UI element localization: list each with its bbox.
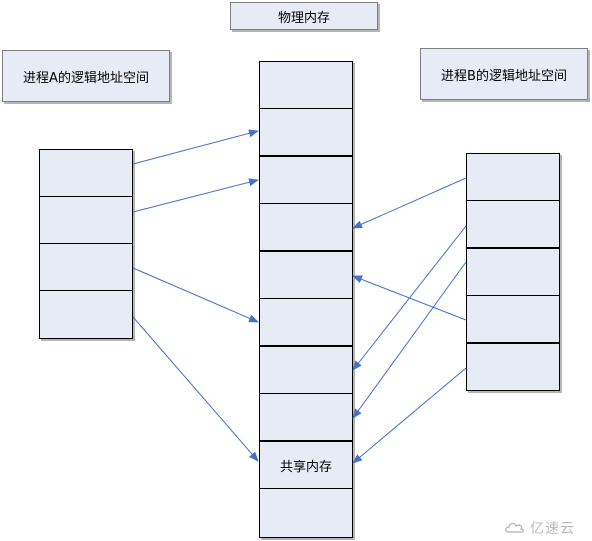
memory-frame — [259, 108, 353, 156]
memory-frame — [259, 251, 353, 299]
arrow-a2 — [132, 178, 259, 213]
process-b-page — [466, 343, 560, 391]
arrow-a1 — [132, 129, 259, 165]
process-a-page — [39, 290, 133, 339]
memory-frame — [259, 488, 353, 538]
process-b-label: 进程B的逻辑地址空间 — [420, 48, 588, 100]
process-a-address-space — [39, 149, 133, 339]
arrow-b4 — [352, 275, 467, 321]
watermark-text: 亿速云 — [530, 521, 575, 537]
physical-memory-label: 物理内存 — [230, 2, 378, 30]
memory-frame — [259, 61, 353, 109]
arrow-a4-shared — [132, 316, 259, 462]
arrow-b5-shared — [352, 367, 467, 464]
process-b-address-space — [466, 153, 560, 391]
arrow-b1 — [352, 177, 467, 229]
memory-frame — [259, 298, 353, 346]
process-a-label: 进程A的逻辑地址空间 — [2, 50, 170, 102]
shared-memory-frame: 共享内存 — [259, 441, 353, 489]
memory-frame — [259, 393, 353, 441]
cloud-logo-icon — [505, 522, 524, 533]
arrow-a3 — [132, 267, 259, 323]
process-b-page — [466, 295, 560, 343]
arrow-b3 — [352, 261, 467, 419]
physical-memory-column: 共享内存 — [259, 61, 353, 538]
watermark: 亿速云 — [504, 518, 575, 538]
process-b-page — [466, 248, 560, 296]
memory-frame — [259, 156, 353, 204]
process-b-page — [466, 200, 560, 248]
memory-frame — [259, 203, 353, 251]
